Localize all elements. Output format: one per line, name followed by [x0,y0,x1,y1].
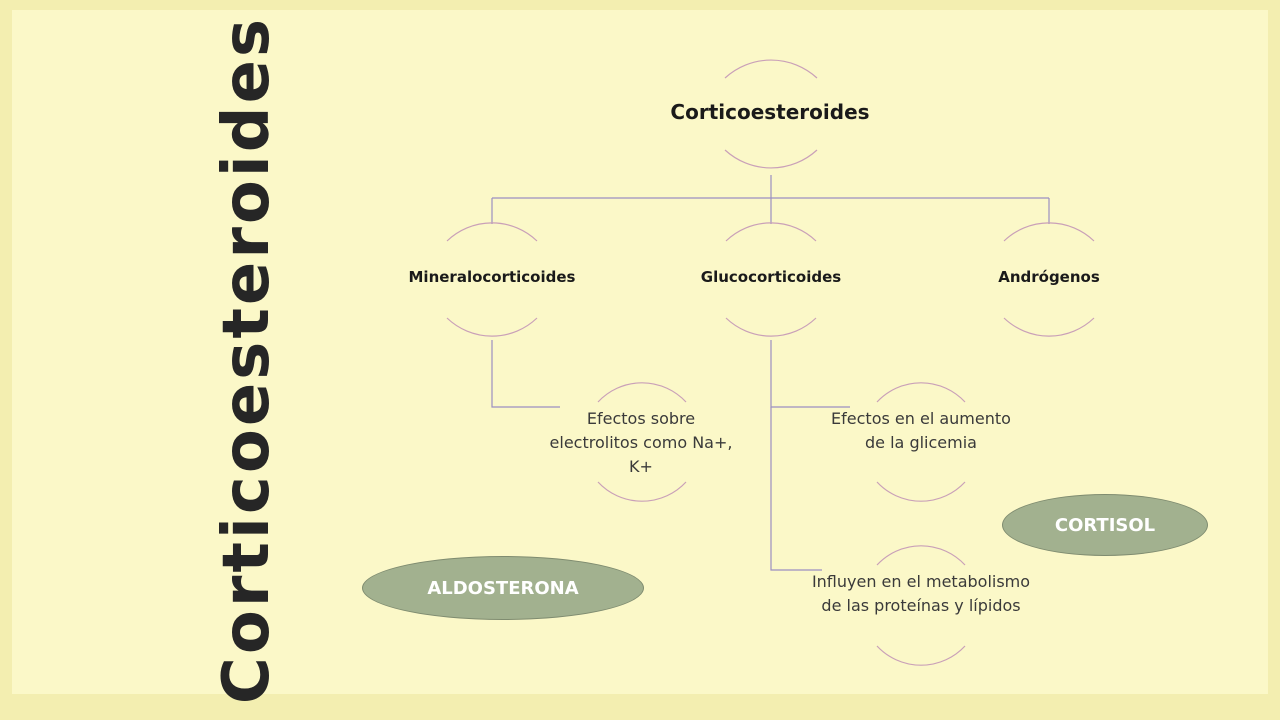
arc-metabolismo-top [876,545,966,566]
arc-root-bottom [724,149,818,169]
connector-lines [491,175,1050,571]
arc-glicemia-top [876,382,966,403]
arc-mineralo-bottom [446,317,538,337]
node-androgenos: Andrógenos [998,268,1100,286]
arc-androgenos-top [1003,222,1095,242]
connector-mineralo-to-electrolitos [491,340,560,408]
node-mineralocorticoides: Mineralocorticoides [408,268,576,286]
arc-root-top [724,59,818,79]
arc-glicemia-bottom [876,481,966,502]
node-efectos-electrolitos: Efectos sobre electrolitos como Na+, K+ [549,409,733,476]
connector-gluco-to-metabolismo [770,407,822,571]
node-glucocorticoides: Glucocorticoides [700,268,842,286]
node-efectos-glicemia: Efectos en el aumento de la glicemia [831,409,1011,452]
arc-electrolitos-bottom [597,481,687,502]
arc-electrolitos-top [597,382,687,403]
arc-gluco-bottom [725,317,817,337]
node-metabolismo-proteinas-lipidos: Influyen en el metabolismo de las proteí… [811,572,1031,615]
node-arcs [446,59,1095,666]
arc-mineralo-top [446,222,538,242]
node-root-corticoesteroides: Corticoesteroides [670,100,870,124]
arc-metabolismo-bottom [876,645,966,666]
badge-aldosterona: ALDOSTERONA [362,556,644,620]
badge-cortisol: CORTISOL [1002,494,1208,556]
connector-gluco-to-glicemia [770,340,850,408]
arc-gluco-top [725,222,817,242]
arc-androgenos-bottom [1003,317,1095,337]
